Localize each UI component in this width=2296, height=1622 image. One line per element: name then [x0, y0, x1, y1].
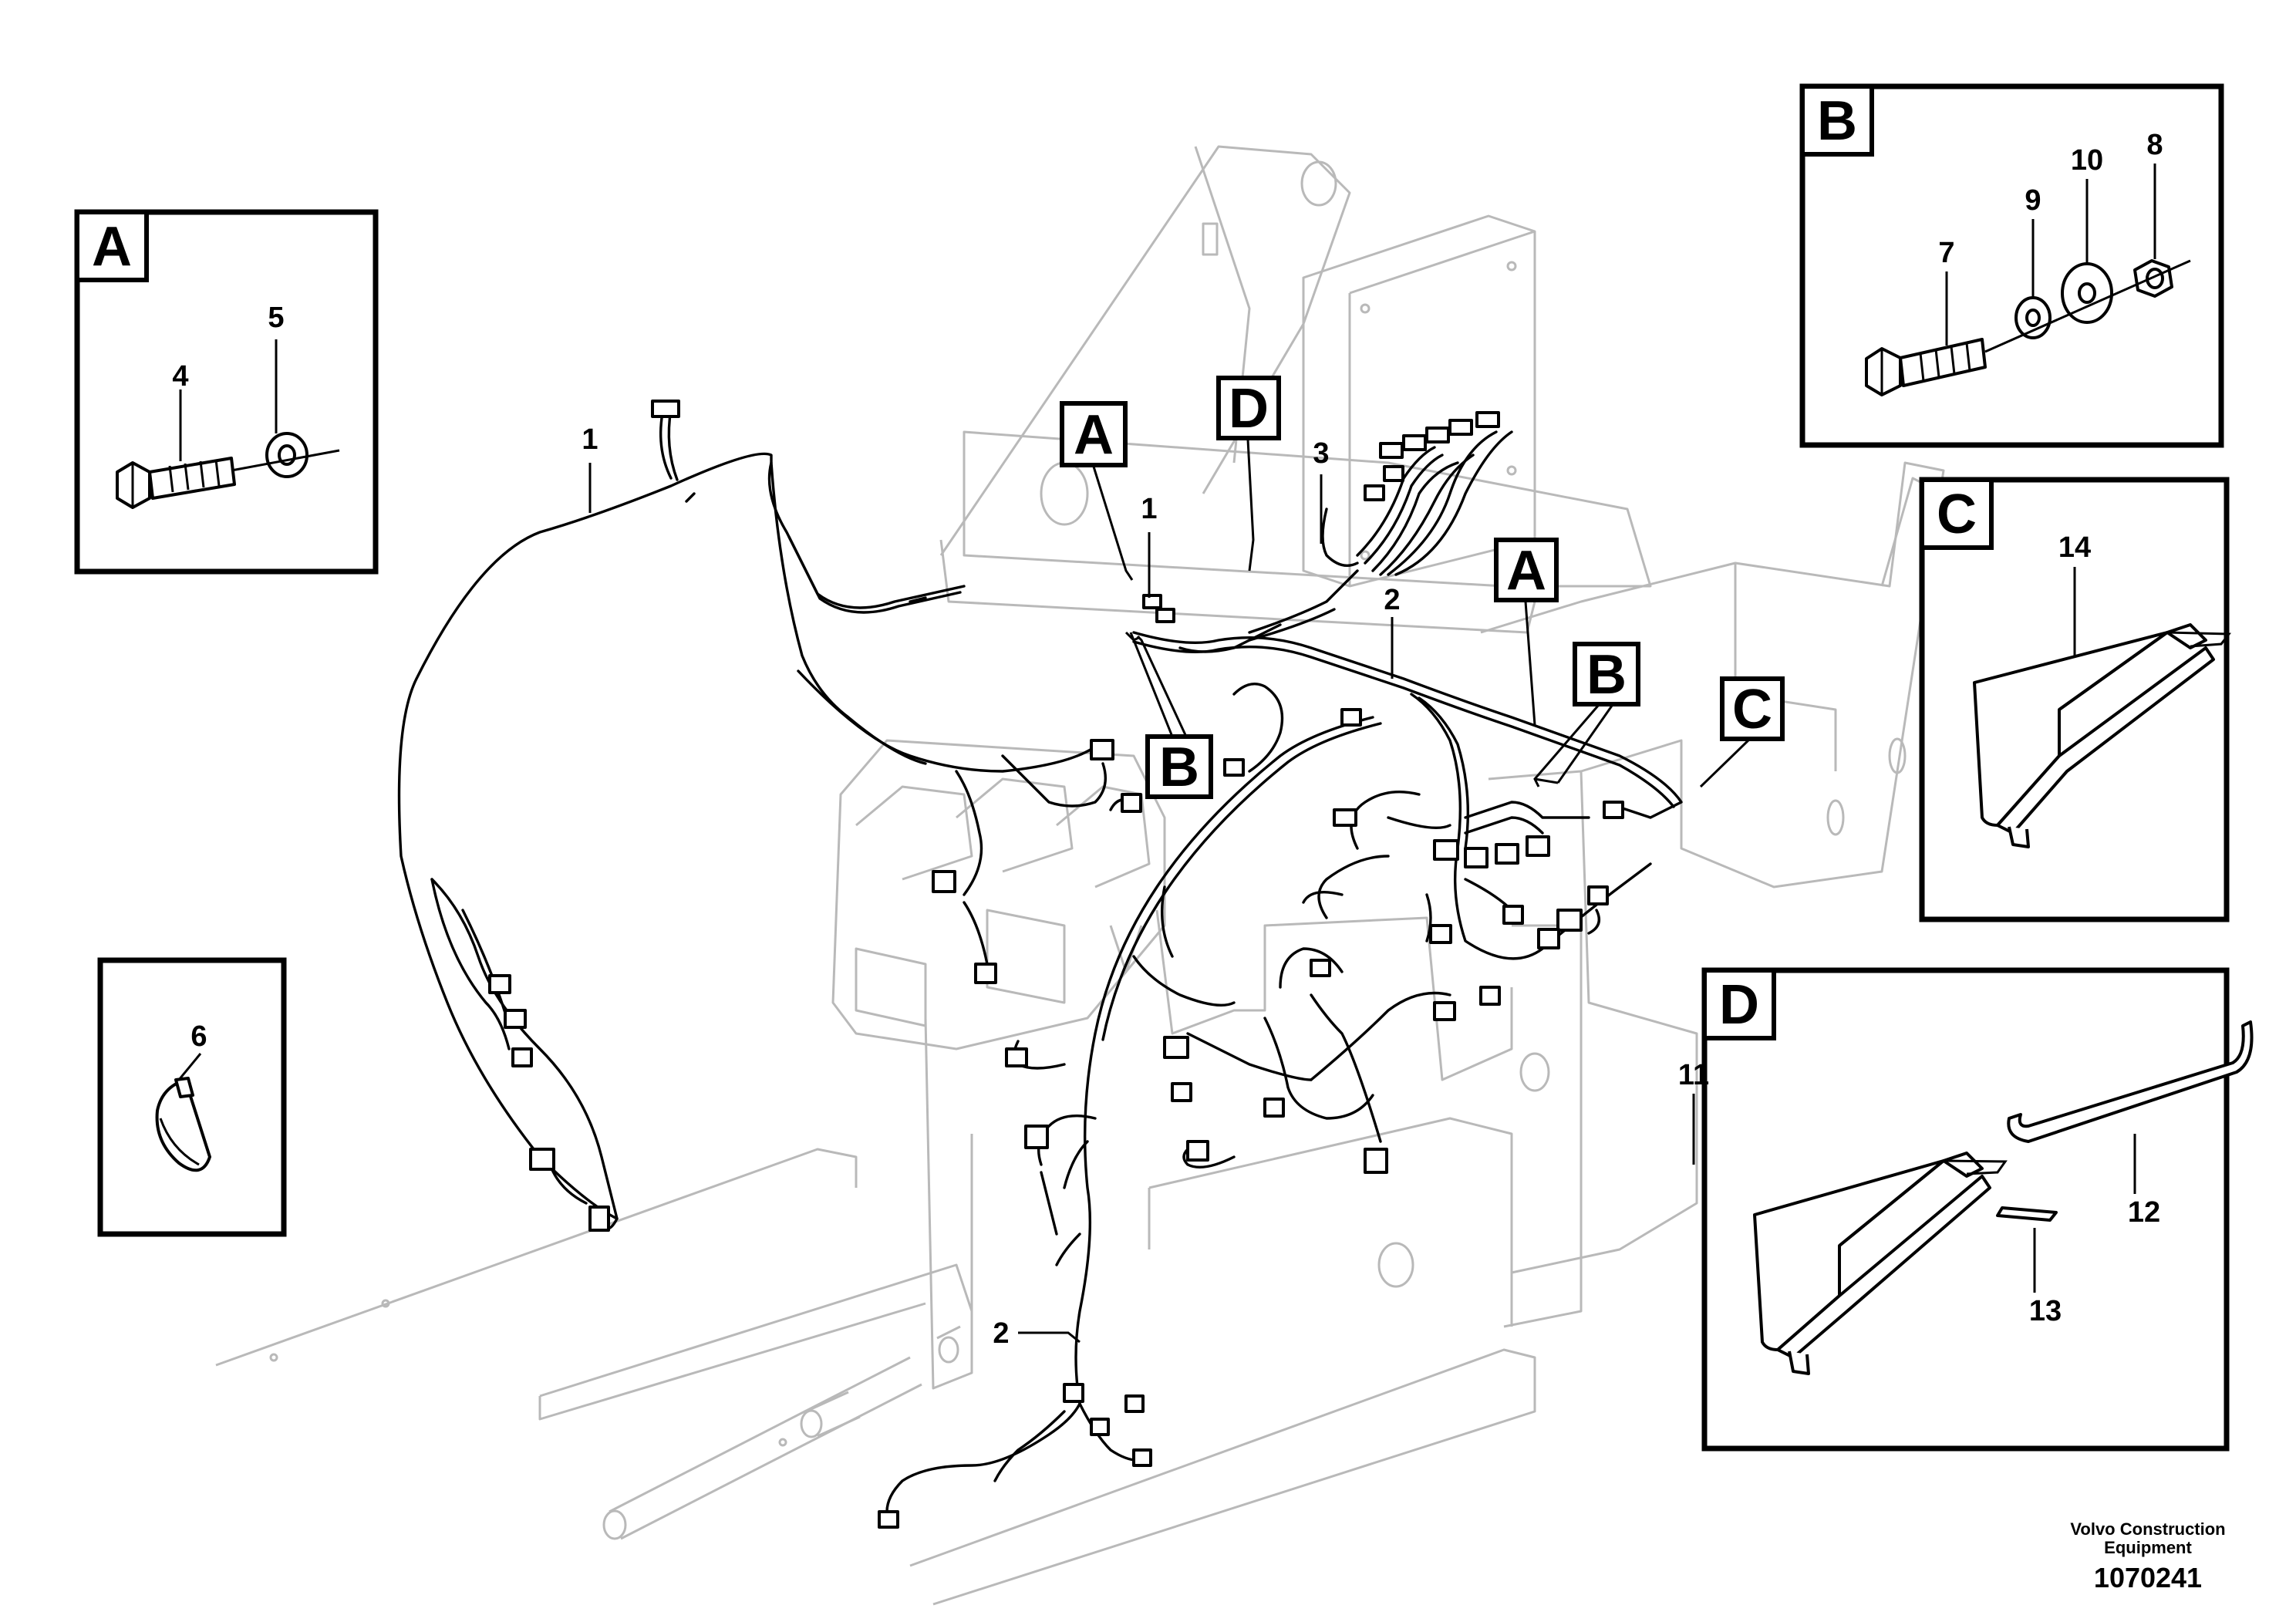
detail-tag-b-main: B: [1145, 734, 1213, 799]
wire-harness-3: [1142, 411, 1513, 653]
svg-text:A: A: [1506, 540, 1546, 602]
callout-14: 14: [2058, 531, 2091, 564]
svg-text:D: D: [1719, 974, 1759, 1036]
callout-10: 10: [2071, 144, 2103, 177]
company-name-line1: Volvo Construction: [2070, 1519, 2225, 1539]
detail-tag-a-right: A: [1494, 538, 1559, 602]
callout-9: 9: [2025, 184, 2041, 217]
detail-box-d: D 11 13 12: [1678, 967, 2254, 1452]
callout-1-frame: 1: [1141, 493, 1157, 525]
strip-part-13: [1996, 1206, 2058, 1222]
callout-2-lower: 2: [993, 1317, 1009, 1350]
bolt-part-7: [1865, 338, 1987, 396]
svg-text:C: C: [1937, 484, 1977, 545]
svg-text:A: A: [1074, 404, 1114, 466]
seal-part-12: [2007, 1020, 2254, 1143]
nut-part-8: [2133, 259, 2173, 298]
detail-box-c: C 14: [1919, 477, 2231, 922]
callout-12: 12: [2128, 1196, 2160, 1229]
washer-part-10: [2061, 262, 2113, 324]
cable-tie-part-6: [155, 1077, 211, 1172]
machine-frame: [215, 145, 1945, 1606]
detail-tag-c-main: C: [1720, 676, 1785, 741]
washer-part-5: [265, 432, 308, 478]
callout-11: 11: [1678, 1059, 1709, 1091]
svg-text:B: B: [1817, 90, 1857, 152]
callout-3: 3: [1313, 437, 1329, 470]
callout-13: 13: [2029, 1295, 2062, 1327]
wire-harness-2: [878, 631, 1683, 1529]
svg-text:B: B: [1159, 737, 1199, 798]
callout-8: 8: [2146, 129, 2163, 161]
callout-5: 5: [268, 302, 284, 334]
detail-box-a: A 4 5: [74, 209, 379, 575]
callout-6: 6: [190, 1020, 207, 1053]
detail-box-b: B 7 9 10 8: [1799, 83, 2224, 448]
cover-part-14: [1973, 623, 2231, 848]
svg-text:C: C: [1732, 679, 1772, 740]
callout-4: 4: [172, 360, 188, 393]
detail-tag-a-main: A: [1060, 401, 1128, 467]
detail-box-6: 6: [97, 957, 287, 1237]
callout-1-harness: 1: [582, 423, 598, 456]
svg-text:D: D: [1229, 378, 1269, 440]
svg-text:B: B: [1586, 644, 1627, 706]
svg-text:A: A: [92, 216, 132, 278]
cover-part-11: [1753, 1152, 2008, 1375]
drawing-number: 1070241: [2094, 1562, 2202, 1593]
callout-2-frame: 2: [1384, 584, 1400, 616]
callout-leaders: [588, 439, 1754, 1344]
company-name-line2: Equipment: [2104, 1538, 2192, 1557]
callout-7: 7: [1938, 237, 1954, 269]
detail-tag-d-main: D: [1216, 376, 1281, 440]
detail-tag-b-right: B: [1573, 642, 1640, 706]
washer-part-9: [2014, 296, 2052, 339]
footer: Volvo Construction Equipment 1070241: [2070, 1519, 2225, 1593]
bolt-part-4: [116, 457, 236, 509]
wire-harness-1: [397, 400, 1104, 1232]
